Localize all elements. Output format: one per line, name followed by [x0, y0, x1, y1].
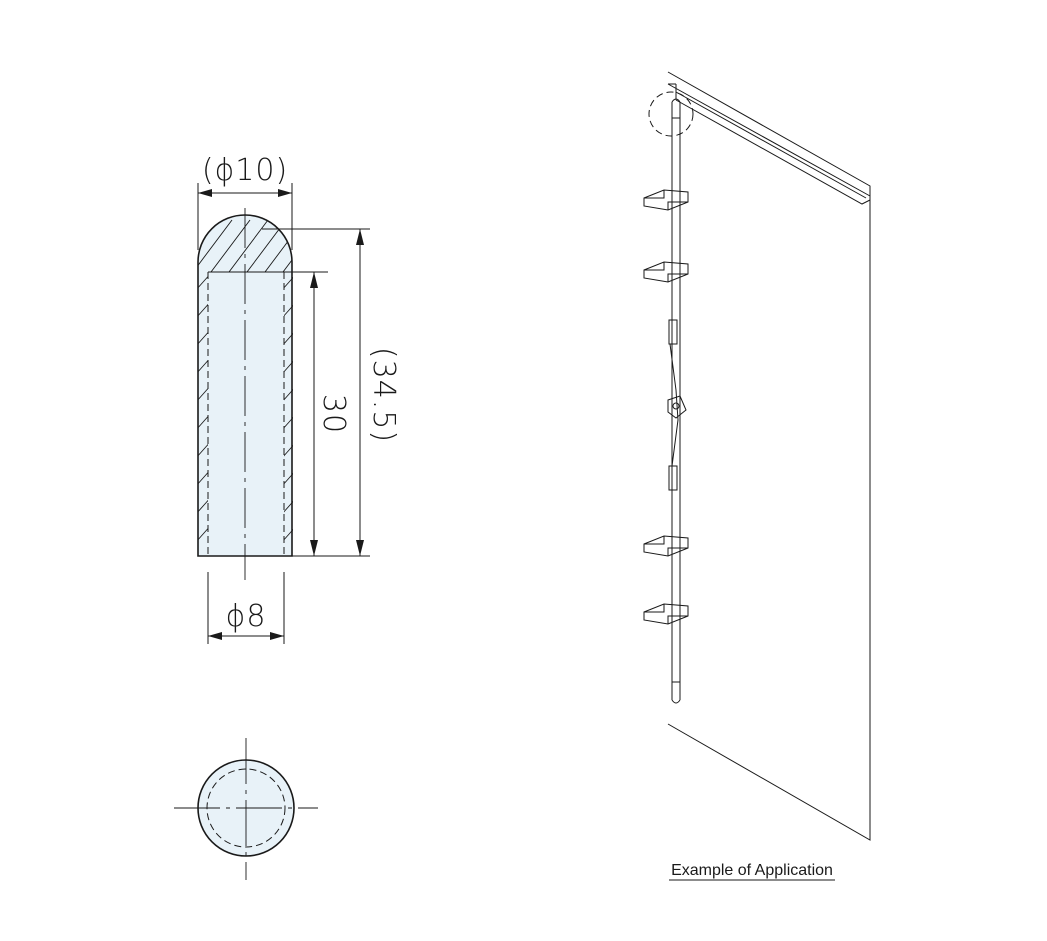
rod-guide-bracket: [643, 261, 689, 283]
rod-guide-bracket: [643, 603, 689, 625]
inner-diameter-label: ϕ8: [226, 599, 267, 634]
section-view: [197, 208, 293, 580]
locking-rod: [671, 98, 681, 704]
dimension-length: 30: [284, 271, 370, 557]
outer-diameter-label: (ϕ10): [202, 153, 288, 188]
rod-guide-bracket: [643, 189, 689, 211]
length-label: 30: [316, 394, 351, 434]
lock-mechanism: [667, 319, 687, 491]
rod-guide-bracket: [643, 535, 689, 557]
application-caption: Example of Application: [671, 862, 833, 879]
cap-hatching: [198, 219, 292, 272]
dimension-outer-diameter: (ϕ10): [197, 153, 293, 250]
overall-length-label: (34.5): [366, 347, 401, 443]
detail-callout-circle: [648, 91, 694, 137]
dimension-inner-diameter: ϕ8: [207, 572, 285, 644]
part-outline: [197, 214, 293, 557]
application-illustration: [643, 71, 871, 841]
right-wall-hatching: [284, 276, 293, 541]
panel-outline: [667, 71, 871, 841]
dimension-overall-length: (34.5): [262, 228, 401, 556]
end-view: [174, 738, 318, 880]
top-rail: [667, 83, 871, 205]
